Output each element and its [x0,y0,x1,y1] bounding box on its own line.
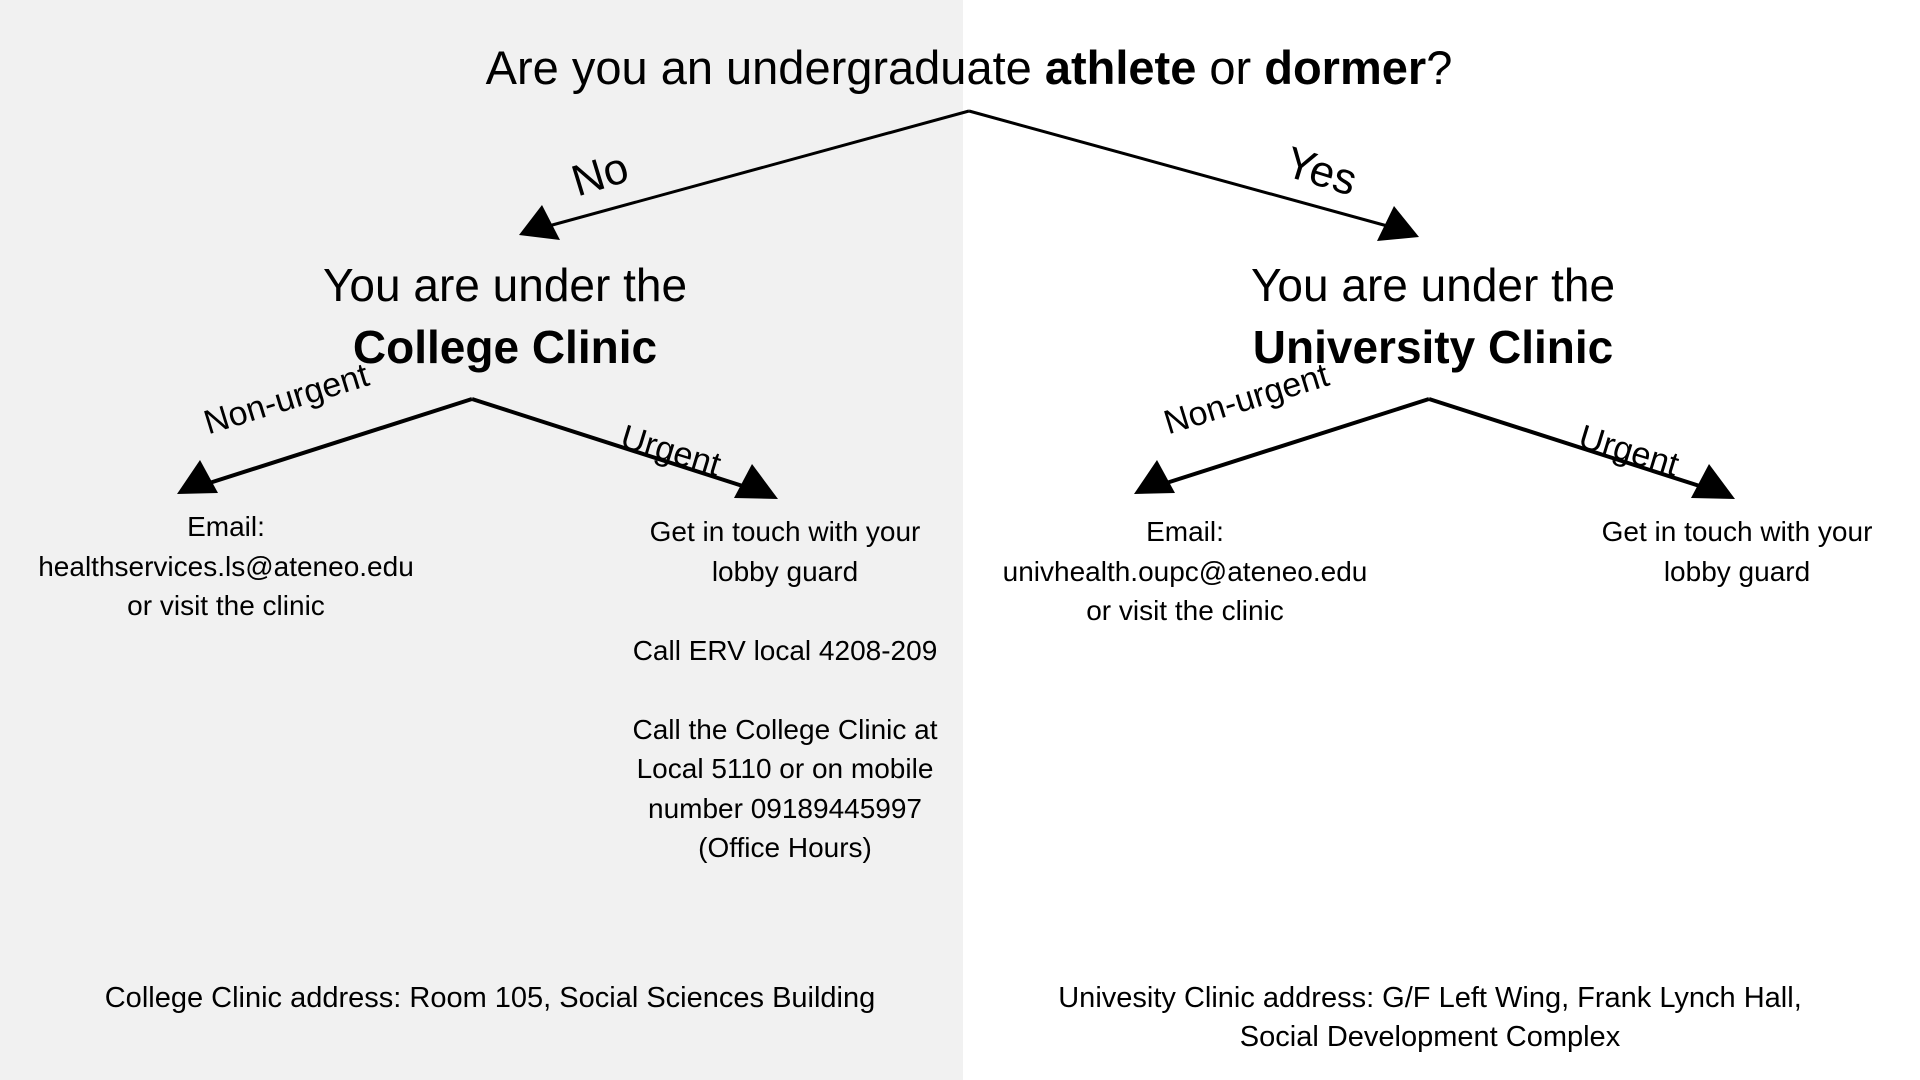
right-urgent-line2: lobby guard [1663,555,1811,587]
right-address-line1: Univesity Clinic address: G/F Left Wing,… [1058,982,1802,1014]
right-non-urgent-info: Email: univhealth.oupc@ateneo.edu or vis… [1003,512,1368,631]
left-header-clinic-name: College Clinic [352,321,658,373]
left-visit-clinic: or visit the clinic [127,590,325,621]
right-non-urgent-arrow [1134,397,1430,494]
right-header-line1: You are under the [1250,259,1616,311]
yes-arrow [968,109,1419,241]
right-urgent-info: Get in touch with your lobby guard [1602,512,1873,591]
question-suffix: ? [1426,41,1453,94]
left-non-urgent-info: Email: healthservices.ls@ateneo.edu or v… [38,507,414,626]
left-email-label: Email: [187,511,265,542]
left-urgent-office-hours: (Office Hours) [698,832,872,863]
left-urgent-call-line2: Local 5110 or on mobile [636,753,934,784]
left-clinic-header: You are under the College Clinic [323,254,687,378]
right-urgent-arrow [1428,397,1735,499]
question-bold-athlete: athlete [1044,41,1197,94]
no-arrow [519,109,970,240]
left-clinic-address: College Clinic address: Room 105, Social… [105,979,876,1018]
left-header-line1: You are under the [322,259,688,311]
left-panel-background [0,0,963,1080]
right-address-line2: Social Development Complex [1239,1021,1621,1053]
left-email-address[interactable]: healthservices.ls@ateneo.edu [38,550,414,582]
right-urgent-line1: Get in touch with your [1601,516,1873,547]
left-urgent-erv: Call ERV local 4208-209 [632,634,938,666]
right-email-label: Email: [1146,516,1224,547]
question-prefix: Are you an undergraduate [485,41,1045,94]
left-urgent-info: Get in touch with your lobby guard Call … [632,512,937,868]
left-address-text: College Clinic address: Room 105, Social… [104,982,876,1014]
left-urgent-call-line3: number 09189445997 [647,792,923,824]
right-clinic-header: You are under the University Clinic [1251,254,1615,378]
question-middle: or [1196,41,1265,94]
spacer [632,670,937,710]
left-urgent-line2: lobby guard [711,555,859,587]
left-urgent-call-line1: Call the College Clinic at [632,713,938,745]
left-urgent-arrow [471,397,778,499]
left-non-urgent-arrow [177,397,473,494]
spacer [632,591,937,631]
right-header-clinic-name: University Clinic [1252,321,1614,373]
right-email-address[interactable]: univhealth.oupc@ateneo.edu [1002,555,1368,587]
left-urgent-line1: Get in touch with your [649,516,921,547]
right-clinic-address: Univesity Clinic address: G/F Left Wing,… [1058,979,1802,1057]
question-bold-dormer: dormer [1264,41,1427,94]
right-panel-background [963,0,1920,1080]
question-title: Are you an undergraduate athlete or dorm… [486,38,1453,98]
right-visit-clinic: or visit the clinic [1086,595,1284,626]
